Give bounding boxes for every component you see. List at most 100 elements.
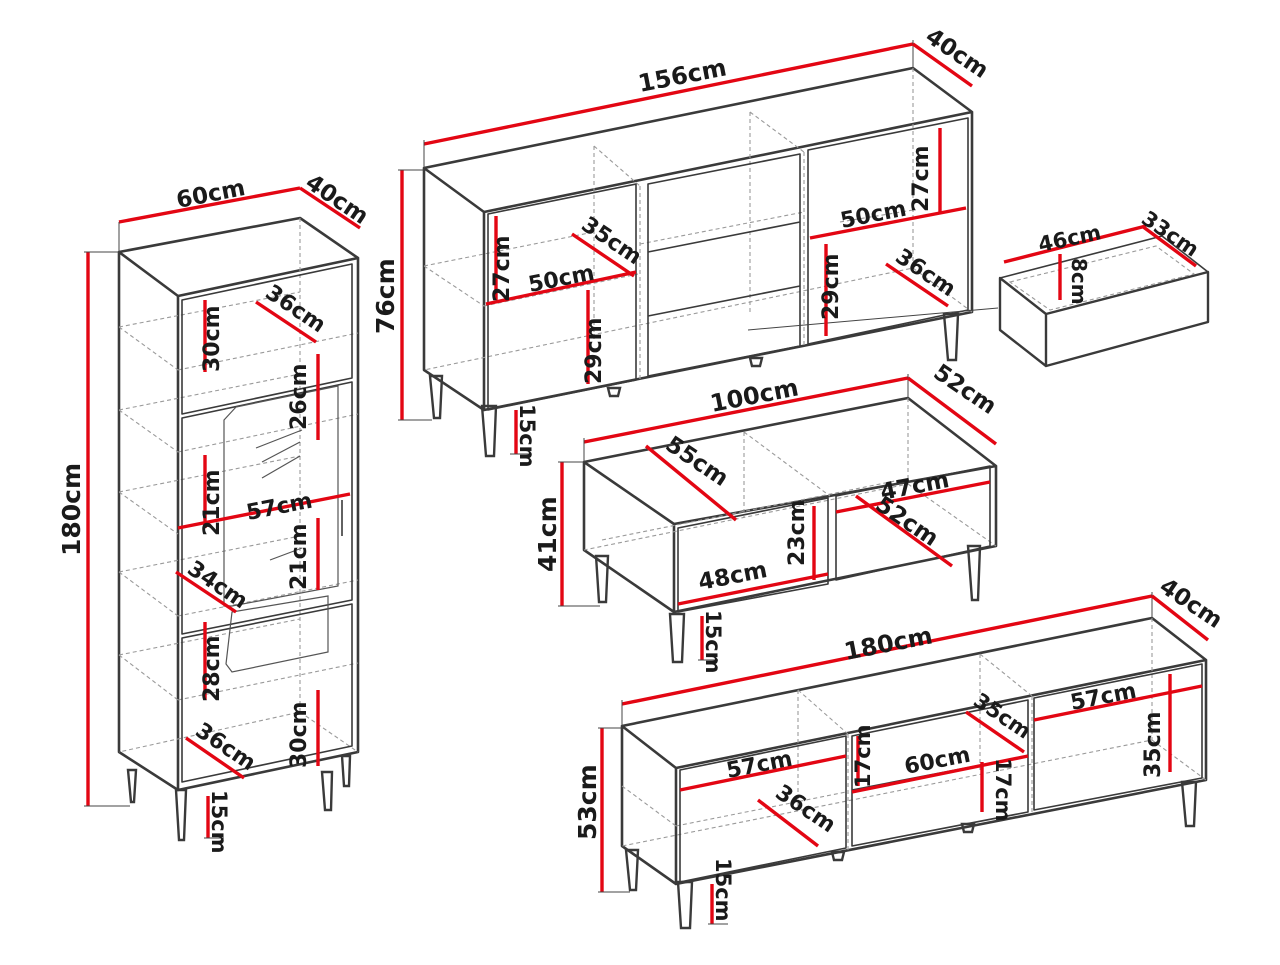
coffee-table-right-compartment [835,465,991,581]
coffee-table-width-label: 100cm [708,373,801,418]
bookcase-group: 60cm 40cm 180cm 30cm 36cm 26cm 21cm 57cm… [57,169,373,853]
bookcase-shelf-depth-mid-line [175,570,237,614]
sideboard-mid-foot [606,386,622,398]
tv-stand-width-label: 180cm [842,621,935,666]
bookcase-depth-line [299,186,361,230]
sideboard-left-lower-height-label: 29cm [582,317,607,384]
sideboard-height-label: 76cm [371,258,400,334]
coffee-table-right-width-line [835,480,991,514]
tv-stand-right-width-label: 57cm [1068,679,1138,716]
sideboard-right-lower-height-label: 29cm [819,253,844,320]
tv-stand-middle-frame [851,699,1029,847]
drawer-depth-label: 33cm [1137,206,1203,261]
coffee-table-right-depth-line [854,494,954,568]
bookcase-upper-frame [181,263,353,415]
bookcase-side-upper-label: 21cm [200,469,225,536]
tv-stand-left-width-line [679,754,847,792]
coffee-table-group: 100cm 52cm 41cm 55cm 23cm 48cm 47cm 52cm… [533,359,1001,673]
tv-stand-left-depth-label: 36cm [771,780,840,838]
tv-stand-hidden-edges [621,618,1207,852]
tv-stand-width-line [621,594,1153,706]
bookcase-width-label: 60cm [174,175,247,214]
tv-stand-middle-upper-height-label: 17cm [851,724,875,788]
sideboard-hidden-edges [423,68,973,382]
sideboard-middle-shelf-2 [647,285,801,317]
tv-stand-leg-front [676,880,694,930]
tv-stand-leg-height-label: 15cm [711,858,735,922]
bookcase-depth-label: 40cm [301,169,373,229]
coffee-table-compartment-width-line [677,572,829,606]
sideboard-drawer-pointer [747,307,999,331]
sideboard-left-upper-height-label: 27cm [490,235,515,302]
tv-stand-right-width-line [1033,684,1203,722]
sideboard-leg-height-label: 15cm [515,404,539,468]
bookcase-lower-frame [181,603,353,783]
sideboard-middle-shelf [647,221,801,253]
bookcase-leg-left [126,768,138,804]
tv-stand-leg-right [1180,780,1198,828]
drawer-depth-line [1140,224,1198,268]
drawer-top [999,235,1209,315]
coffee-table-compartment-width-label: 48cm [696,557,769,596]
drawer-inner [1008,245,1196,311]
sideboard-left-door [487,183,637,411]
coffee-table-leg-right [966,544,982,602]
bookcase-height-label: 180cm [57,463,86,556]
drawer-width-line [1003,224,1147,264]
bookcase-hidden-edges [118,218,359,753]
tv-stand-right-door [1033,663,1203,811]
sideboard-mid-foot-2 [748,356,764,368]
sideboard-left-inner-width-label: 50cm [526,261,596,298]
coffee-table-leg-left [594,554,610,604]
bookcase-leg-height-label: 15cm [207,790,231,854]
tv-stand-left-door [679,735,847,883]
drawer-group: 46cm 33cm 8cm [998,206,1210,368]
bookcase-leg-front-right [320,770,334,812]
sideboard-depth-line [912,42,973,88]
tv-stand-left-depth-line [756,798,820,848]
coffee-table-hidden-edges [583,398,997,551]
sideboard-right-door [807,117,969,345]
tv-stand-height-label: 53cm [573,764,602,840]
coffee-table-height-label: 41cm [533,496,562,572]
bookcase-bottom-depth-line [185,736,245,780]
sideboard-right-inner-width-line [809,206,967,240]
sideboard-group: 156cm 40cm 76cm 27cm 35cm 50cm 29cm 27cm… [371,23,999,468]
sideboard-right-upper-height-label: 27cm [909,145,934,212]
coffee-table-depth-label: 52cm [929,359,1001,419]
bookcase-inner-width-label: 57cm [244,489,314,526]
bookcase-glass-upper-label: 26cm [287,363,312,430]
sideboard-leg-front-left [480,404,498,458]
coffee-table-left-compartment [677,497,829,613]
coffee-table-depth-line [906,376,998,446]
bookcase-glass-reflection [255,429,303,561]
drawer-width-label: 46cm [1036,220,1103,257]
bookcase-inner-width-line [177,492,351,530]
coffee-table-width-line [583,376,909,444]
bookcase-shelf-top-depth-line [255,300,317,344]
bookcase-shelf-top-height-label: 30cm [200,305,225,372]
drawer-box [998,270,1210,368]
bookcase-glass-lower-label: 21cm [287,523,312,590]
bookcase-side-lower-label: 28cm [200,635,225,702]
sideboard-right-shelf-depth-line [885,262,949,308]
tv-stand-depth-line [1150,594,1210,642]
tv-stand-left-width-label: 57cm [724,747,794,784]
bookcase-lower-glass [225,595,329,673]
sideboard-middle-door [647,153,801,377]
tv-stand-right-height-label: 35cm [1141,711,1166,778]
coffee-table-left-depth-line [644,444,738,522]
sideboard-width-line [423,42,914,146]
tv-stand-middle-depth-line [965,710,1025,754]
sideboard-leg-front-right [942,312,960,362]
tv-stand-leg-left [624,848,640,892]
bookcase-width-line [118,186,301,224]
tv-stand-carcass [620,616,1208,886]
coffee-table-leg-front [668,612,686,664]
sideboard-left-shelf-depth-line [571,232,635,278]
tv-stand-middle-lower-height-label: 17cm [991,758,1015,822]
bookcase-leg-front-left [174,788,188,842]
drawer-height-label: 8cm [1067,258,1091,305]
